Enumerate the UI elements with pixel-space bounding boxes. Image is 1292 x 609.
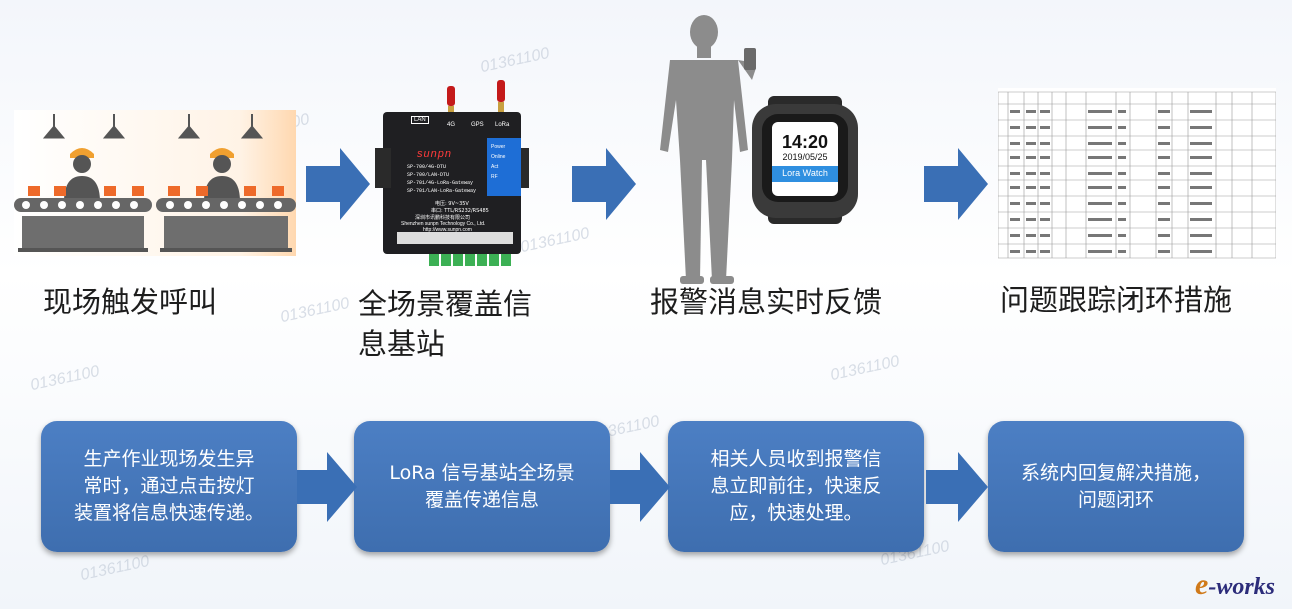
- device-power: 电压: 9V~35V: [435, 201, 469, 207]
- device-model: SP-700/4G-DTU: [407, 164, 447, 170]
- watch-label: Lora Watch: [782, 168, 828, 178]
- watch-time: 14:20: [781, 132, 829, 152]
- box-text-line: 覆盖传递信息: [424, 488, 539, 511]
- watermark: 01361100: [78, 552, 151, 585]
- description-box-personnel: 相关人员收到报警信 息立即前往，快速反 应，快速处理。: [668, 421, 924, 552]
- device-model: SP-701/LAN-LoRa-Gateway: [407, 188, 477, 194]
- box-text-line: LoRa 信号基站全场景: [389, 461, 575, 484]
- device-brand: sunpn: [417, 148, 452, 160]
- device-led-act: Act: [491, 164, 499, 170]
- box-text-line: 相关人员收到报警信: [710, 448, 882, 470]
- tracking-spreadsheet-image: [998, 88, 1276, 260]
- arrow-right-icon: [610, 452, 670, 522]
- watermark: 01361100: [828, 352, 901, 385]
- box-text-line: 应，快速处理。: [729, 502, 863, 524]
- description-box-lora: LoRa 信号基站全场景 覆盖传递信息: [354, 421, 610, 552]
- device-company-en: Shenzhen sunpn Technology Co., Ltd.: [401, 221, 486, 227]
- logo-prefix: e: [1195, 568, 1209, 601]
- step-label-field-call: 现场触发呼叫: [43, 285, 218, 319]
- device-port-lora: LoRa: [495, 122, 510, 128]
- person-silhouette-image: [660, 15, 756, 284]
- box-text-line: 问题闭环: [1077, 488, 1154, 511]
- arrow-right-icon: [926, 452, 988, 522]
- logo-text: -works: [1208, 574, 1276, 600]
- box-text-line: 常时，通过点击按灯: [83, 475, 255, 497]
- arrow-right-icon: [297, 452, 357, 522]
- arrow-right-icon: [572, 148, 636, 220]
- box-text-line: 息立即前往，快速反: [710, 475, 882, 497]
- arrow-right-icon: [924, 148, 988, 220]
- device-led-power: Power: [491, 144, 506, 150]
- lora-gateway-device-image: LAN 4G GPS LoRa sunpn Power Online Act R…: [375, 78, 535, 268]
- step-label-tracking: 问题跟踪闭环措施: [1000, 283, 1233, 317]
- watermark: 01361100: [28, 362, 101, 395]
- production-line-image: [14, 110, 296, 256]
- step-label-base-station-line2: 息基站: [358, 327, 446, 361]
- watch-date: 2019/05/25: [782, 152, 828, 162]
- box-text-line: 装置将信息快速传递。: [73, 502, 264, 524]
- description-box-closure: 系统内回复解决措施， 问题闭环: [988, 421, 1244, 552]
- device-model: SP-700/LAN-DTU: [407, 172, 450, 178]
- description-box-field: 生产作业现场发生异 常时，通过点击按灯 装置将信息快速传递。: [41, 421, 297, 552]
- device-port-4g: 4G: [447, 122, 456, 128]
- device-led-online: Online: [491, 154, 506, 160]
- box-text-line: 系统内回复解决措施，: [1020, 461, 1211, 484]
- eworks-logo: e-works: [1195, 568, 1275, 602]
- device-model: SP-701/4G-LoRa-Gateway: [407, 180, 474, 186]
- watermark: 01361100: [278, 294, 351, 327]
- step-label-alarm-feedback: 报警消息实时反馈: [650, 285, 883, 319]
- device-port-gps: GPS: [471, 122, 484, 128]
- watermark: 01361100: [478, 44, 551, 77]
- device-company: 深圳市讯鹏科技有限公司: [415, 215, 471, 221]
- device-led-rf: RF: [491, 174, 498, 180]
- device-port-lan: LAN: [411, 116, 429, 124]
- device-serial: 串口: TTL/RS232/RS485: [431, 208, 489, 214]
- lora-watch-image: 14:20 2019/05/25 Lora Watch: [748, 96, 862, 224]
- box-text-line: 生产作业现场发生异: [83, 448, 255, 470]
- device-url: http://www.sunpn.com: [423, 227, 472, 233]
- arrow-right-icon: [306, 148, 370, 220]
- step-label-base-station-line1: 全场景覆盖信: [358, 287, 533, 321]
